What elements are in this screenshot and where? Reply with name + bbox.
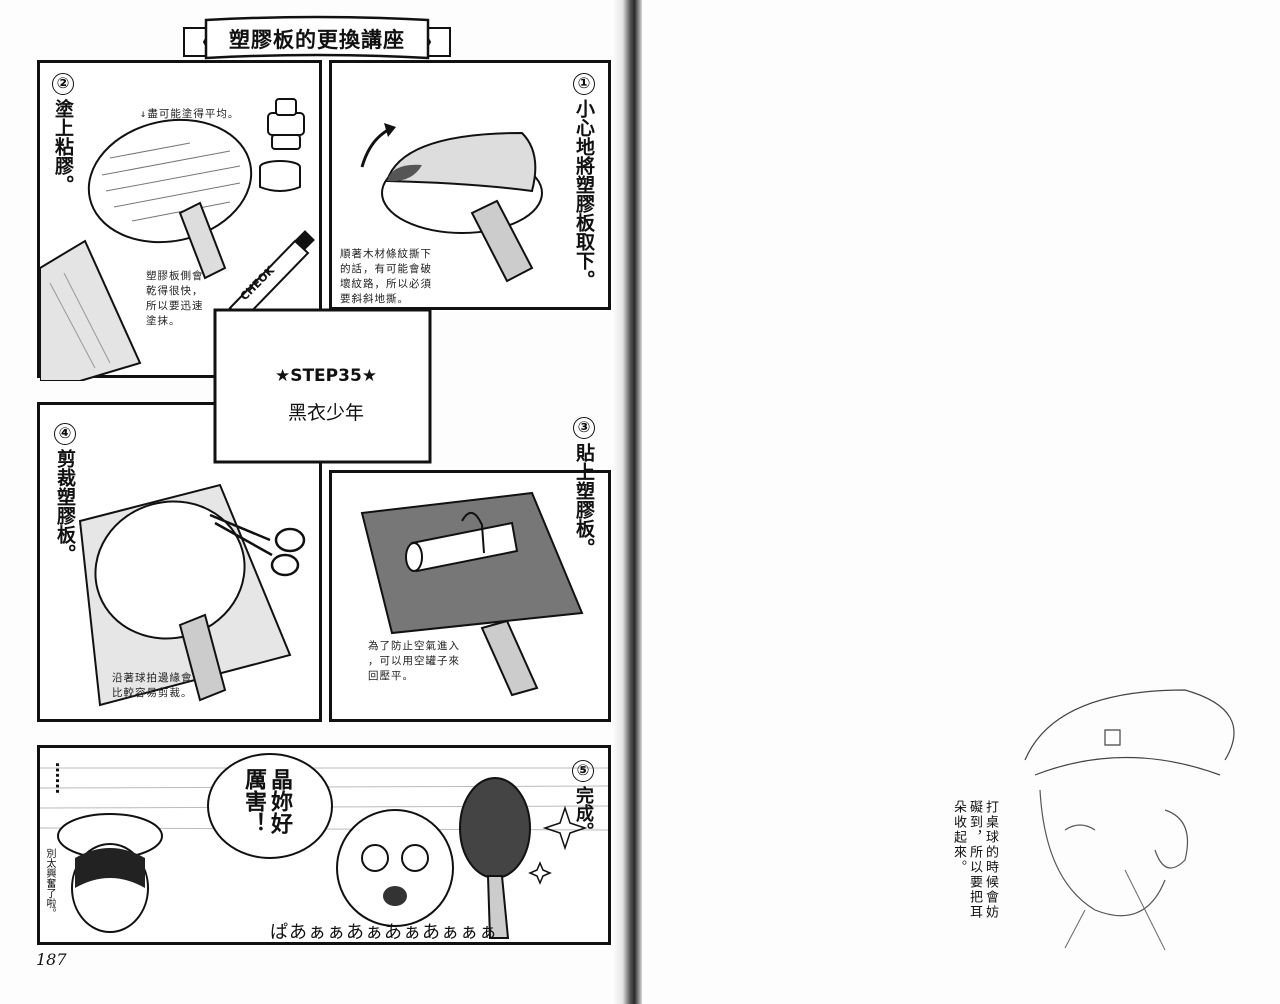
left-note: 別太興奮了啦。 [44, 848, 55, 918]
title-banner: 塑膠板的更換講座 [182, 14, 452, 64]
step-label: ★STEP35★ [274, 366, 378, 386]
racket-cut-illustration [78, 483, 306, 707]
racket-icon [459, 777, 531, 939]
panel-step-4: ④剪裁塑膠板。 沿著球拍邊緣會比較容易剪裁。 [37, 402, 322, 722]
step1-number: ① [573, 73, 595, 95]
curved-arrow-icon [360, 127, 391, 168]
bubble-text: 晶妳好厲害！ [241, 768, 292, 834]
glue-bottle-icon [267, 98, 305, 150]
racket-glue-illustration [40, 98, 315, 381]
step2-note-top: ↓盡可能塗得平均。 [140, 108, 240, 120]
tape-roll-icon [259, 160, 301, 192]
panel-step-1: ①小心地將塑膠板取下。 順著木材條紋撕下的話，有可能會破 壞紋路，所以必須要斜斜… [329, 60, 611, 310]
banner-ribbon-icon [183, 15, 451, 60]
step1-instruction: ①小心地將塑膠板取下。 [573, 73, 595, 289]
sketch-girl-icon [1024, 689, 1235, 950]
step3-instruction: ③貼上塑膠板。 [573, 417, 595, 557]
step4-instruction: ④剪裁塑膠板。 [54, 423, 76, 563]
chapter-title: 黑衣少年 [287, 402, 364, 424]
step2-instruction: ②塗上粘膠。 [52, 73, 74, 194]
shocked-girl-icon [336, 809, 454, 927]
step5-instruction: ⑤完成。 [572, 760, 594, 840]
panel-step-3: ③貼上塑膠板。 為了防止空氣進入，可以用空罐子來回壓平。 [329, 417, 611, 722]
banner-title: 塑膠板的更換講座 [229, 28, 405, 52]
panel-step-5: …… 別太興奮了啦。 ⑤完成。 晶妳好厲害！ ぱあぁぁあぁあぁあぁぁぁ [37, 745, 611, 945]
sparkle-icon [528, 805, 588, 885]
rubber-sheet-icon [40, 239, 142, 381]
book-spine [612, 0, 642, 1004]
step2-note: 塑膠板側會乾得很快， 所以要迅速塗抹。 [146, 270, 204, 327]
completion-illustration [40, 753, 608, 939]
page-number: 187 [36, 950, 67, 969]
step1-note: 順著木材條紋撕下的話，有可能會破 壞紋路，所以必須要斜斜地撕。 [340, 248, 432, 305]
left-ellipsis: …… [52, 762, 71, 794]
step4-number: ④ [54, 423, 76, 445]
step2-number: ② [52, 73, 74, 95]
scissors-icon [209, 513, 306, 577]
panel-step-2: ②塗上粘膠。 ↓盡可能塗得平均。 CHEOK 塑膠板側會乾得很快， 所以要迅速塗… [37, 60, 322, 381]
star-icon: ★ [361, 366, 378, 386]
right-page-caption: 打桌球的時候會妨礙到，所以要把耳朵收起來。 [951, 800, 998, 920]
step3-number: ③ [573, 417, 595, 439]
girl-with-hat-icon [57, 813, 163, 933]
star-icon: ★ [274, 366, 291, 386]
center-step-box [213, 308, 432, 464]
can-roller-icon [405, 512, 519, 573]
racket-peel-illustration [360, 123, 543, 283]
racket-press-illustration [360, 491, 584, 697]
step5-number: ⑤ [572, 760, 594, 782]
sound-effect: ぱあぁぁあぁあぁあぁぁぁ [270, 922, 498, 943]
step4-note: 沿著球拍邊緣會比較容易剪裁。 [112, 672, 193, 699]
speech-bubble-icon [207, 753, 333, 859]
step3-note: 為了防止空氣進入，可以用空罐子來回壓平。 [368, 640, 460, 682]
